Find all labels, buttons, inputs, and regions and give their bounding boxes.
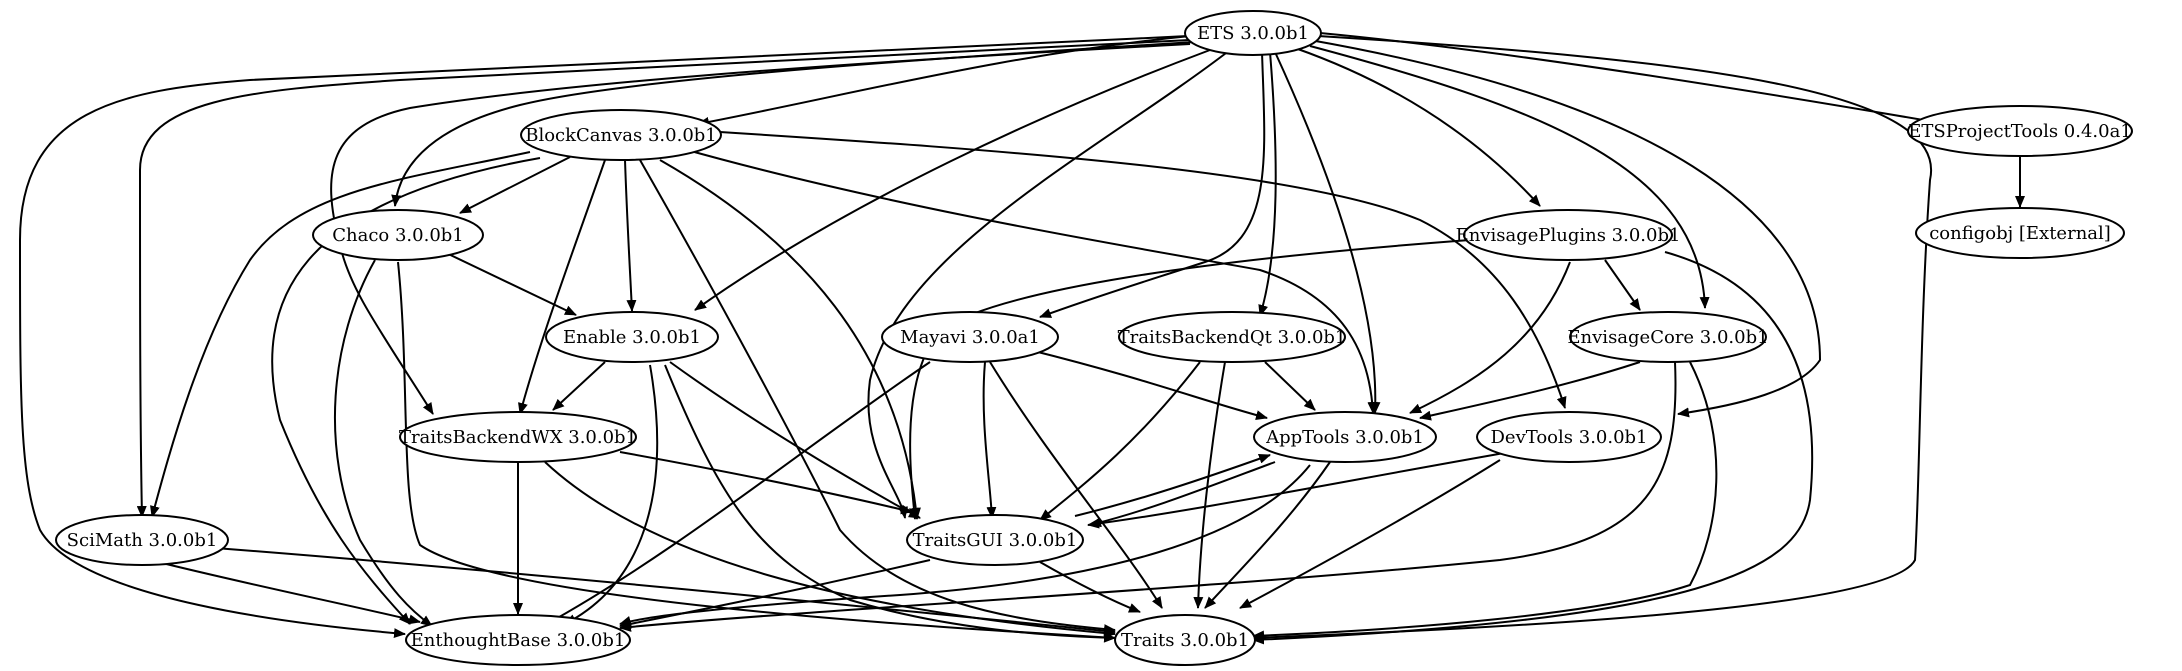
edge-blockcanvas-devtools [719, 131, 1567, 409]
node-mayavi: Mayavi 3.0.0a1 [881, 311, 1059, 363]
edge-ets-traits [1252, 35, 1933, 643]
edge-devtools-traitsgui [1087, 451, 1511, 529]
svg-text:ETSProjectTools 0.4.0a1: ETSProjectTools 0.4.0a1 [1908, 121, 2132, 142]
edge-traitsgui-traits [1039, 561, 1141, 613]
node-envisagecore: EnvisageCore 3.0.0b1 [1567, 311, 1769, 363]
edge-traitsbackendqt-traits [1193, 361, 1226, 609]
svg-text:Traits 3.0.0b1: Traits 3.0.0b1 [1121, 630, 1249, 651]
edge-ets-traitsbackendqt [1258, 51, 1277, 317]
node-traits: Traits 3.0.0b1 [1114, 614, 1256, 666]
node-blockcanvas: BlockCanvas 3.0.0b1 [520, 109, 722, 161]
svg-text:configobj [External]: configobj [External] [1929, 223, 2111, 244]
edge-enable-enthoughtbase [564, 364, 659, 625]
node-configobj: configobj [External] [1915, 207, 2125, 259]
edge-blockcanvas-apptools [679, 147, 1378, 414]
svg-text:BlockCanvas 3.0.0b1: BlockCanvas 3.0.0b1 [525, 125, 717, 146]
edge-blockcanvas-scimath [150, 151, 531, 518]
edge-ets-traitsbackendwx [330, 43, 1191, 415]
edge-traitsgui-apptools [1074, 453, 1271, 517]
node-ets: ETS 3.0.0b1 [1184, 10, 1322, 56]
edge-apptools-traits [1204, 461, 1331, 609]
edge-scimath-traits [214, 547, 1116, 636]
svg-text:ETS 3.0.0b1: ETS 3.0.0b1 [1197, 23, 1309, 44]
svg-text:Mayavi 3.0.0a1: Mayavi 3.0.0a1 [900, 327, 1040, 348]
edge-envisageplugins-traitsgui [908, 239, 1471, 520]
node-chaco: Chaco 3.0.0b1 [312, 209, 484, 261]
node-scimath: SciMath 3.0.0b1 [55, 514, 229, 566]
node-enthoughtbase: EnthoughtBase 3.0.0b1 [405, 614, 631, 666]
edge-blockcanvas-enable [624, 159, 637, 312]
node-envisageplugins: EnvisagePlugins 3.0.0b1 [1456, 209, 1681, 261]
edge-envisageplugins-traits [1252, 251, 1814, 645]
edge-ets-blockcanvas [697, 35, 1191, 127]
edge-envisageplugins-envisagecore [1604, 259, 1641, 311]
edge-blockcanvas-enthoughtbase [271, 157, 541, 625]
node-traitsbackendqt: TraitsBackendQt 3.0.0b1 [1118, 311, 1347, 363]
edge-blockcanvas-traitsgui [659, 159, 921, 520]
edge-traitsbackendqt-apptools [1264, 361, 1316, 411]
edge-ets-mayavi [1039, 51, 1266, 318]
node-traitsbackendwx: TraitsBackendWX 3.0.0b1 [399, 411, 637, 463]
node-apptools: AppTools 3.0.0b1 [1253, 411, 1437, 463]
svg-text:TraitsBackendQt 3.0.0b1: TraitsBackendQt 3.0.0b1 [1118, 327, 1347, 348]
edge-mayavi-traitsgui [982, 361, 997, 519]
edge-ets-apptools [1274, 51, 1381, 414]
node-devtools: DevTools 3.0.0b1 [1476, 411, 1662, 463]
svg-text:Enable 3.0.0b1: Enable 3.0.0b1 [563, 327, 701, 348]
edge-mayavi-traits [989, 361, 1163, 609]
edge-ets-chaco [391, 41, 1196, 207]
edge-ets-enable [694, 49, 1211, 311]
edge-traitsbackendqt-traitsgui [1039, 361, 1201, 521]
edge-enable-traitsgui [669, 361, 921, 519]
edge-envisagecore-traits [1252, 361, 1718, 641]
svg-text:SciMath 3.0.0b1: SciMath 3.0.0b1 [67, 530, 218, 551]
node-traitsgui: TraitsGUI 3.0.0b1 [906, 514, 1084, 566]
edge-ets-envisagecore [1309, 45, 1710, 309]
edge-enable-traitsbackendwx [552, 361, 606, 411]
edge-devtools-traits [1239, 459, 1501, 609]
edge-chaco-enable [439, 249, 577, 316]
svg-text:Chaco 3.0.0b1: Chaco 3.0.0b1 [332, 225, 464, 246]
edge-traitsbackendwx-traits [544, 461, 1116, 638]
edge-ets-devtools [1309, 39, 1822, 418]
edge-chaco-traits [397, 261, 1116, 643]
svg-text:TraitsGUI 3.0.0b1: TraitsGUI 3.0.0b1 [913, 530, 1078, 551]
edge-mayavi-apptools [1029, 349, 1268, 420]
svg-text:EnvisageCore 3.0.0b1: EnvisageCore 3.0.0b1 [1567, 327, 1768, 348]
edge-mayavi-enthoughtbase [544, 361, 931, 626]
edge-traitsgui-enthoughtbase [619, 559, 931, 629]
svg-text:TraitsBackendWX 3.0.0b1: TraitsBackendWX 3.0.0b1 [399, 427, 637, 448]
edge-envisagecore-enthoughtbase [619, 361, 1677, 632]
edges [18, 32, 2025, 645]
edge-ets-etsprojecttools [1319, 32, 1959, 130]
edge-ets-traitsgui [867, 49, 1231, 519]
edge-ets-scimath [136, 39, 1191, 518]
edge-scimath-enthoughtbase [149, 559, 421, 625]
nodes: ETS 3.0.0b1 BlockCanvas 3.0.0b1 ETSProje… [55, 10, 2133, 666]
svg-text:DevTools 3.0.0b1: DevTools 3.0.0b1 [1490, 427, 1647, 448]
edge-apptools-traitsgui [1089, 461, 1276, 528]
node-etsprojecttools: ETSProjectTools 0.4.0a1 [1907, 105, 2133, 157]
svg-text:EnthoughtBase 3.0.0b1: EnthoughtBase 3.0.0b1 [411, 630, 626, 651]
edge-traitsbackendwx-traitsgui [619, 451, 913, 515]
edge-ets-envisageplugins [1294, 47, 1541, 207]
edge-blockcanvas-chaco [459, 156, 571, 214]
svg-text:AppTools 3.0.0b1: AppTools 3.0.0b1 [1265, 427, 1424, 448]
node-enable: Enable 3.0.0b1 [545, 311, 719, 363]
edge-blockcanvas-traits [639, 159, 1116, 635]
edge-chaco-enthoughtbase [333, 259, 433, 627]
edge-envisagecore-apptools [1419, 361, 1641, 421]
edge-blockcanvas-traitsbackendwx [518, 159, 606, 415]
edge-envisageplugins-apptools [1409, 261, 1571, 414]
svg-text:EnvisagePlugins 3.0.0b1: EnvisagePlugins 3.0.0b1 [1456, 225, 1681, 246]
